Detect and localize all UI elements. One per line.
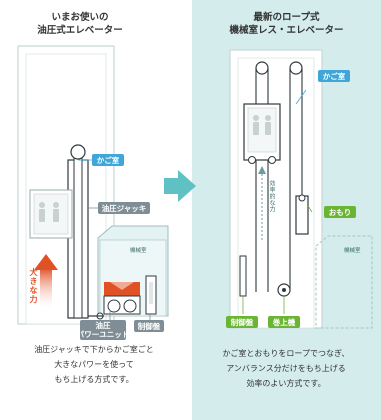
right-title: 最新のロープ式 機械室レス・エレベーター	[192, 11, 381, 37]
weight-tag: おもり	[324, 206, 356, 218]
right-cage-door	[247, 107, 277, 153]
left-machine-room-label: 機械室	[130, 248, 147, 254]
right-passengers	[253, 115, 271, 135]
left-caption-line2: 大きなパワーを使って	[54, 360, 134, 369]
left-cage-tag: かご室	[92, 154, 124, 166]
right-machine-room-label: 機械室	[344, 248, 361, 254]
ropes	[255, 68, 303, 292]
left-caption: 油圧ジャッキで下からかご室ごと 大きなパワーを使って もち上げる方式です。	[6, 342, 182, 387]
left-caption-line3: もち上げる方式です。	[54, 375, 134, 384]
left-control-panel-inner	[149, 282, 153, 304]
power-unit-tag-line2: パワーユニット	[76, 330, 130, 339]
right-control-panel	[239, 255, 247, 297]
hydraulic-elevator	[17, 45, 169, 325]
left-passengers	[39, 202, 59, 222]
power-unit-tag-line1: 油圧	[95, 321, 111, 330]
right-caption-line1: かご室とおもりをロープでつなぎ、	[222, 349, 350, 358]
force-arrow-shaft	[40, 268, 52, 308]
left-title-line1: いまお使いの	[51, 12, 109, 23]
top-sheave-right	[289, 61, 303, 75]
left-control-panel-tag: 制御盤	[134, 320, 164, 332]
left-caption-line1: 油圧ジャッキで下からかご室ごと	[34, 345, 154, 354]
right-title-line2: 機械室レス・エレベーター	[229, 25, 344, 36]
efficient-force-arrowhead	[258, 166, 266, 174]
jack-tag: 油圧ジャッキ	[98, 202, 150, 214]
force-arrow-head	[34, 254, 58, 270]
rope-elevator	[229, 49, 373, 329]
left-shaft-inner	[25, 53, 107, 325]
counterweight	[295, 195, 309, 235]
power-unit-motor-1	[107, 299, 121, 313]
right-caption-line3: 効率のよい方式です。	[246, 379, 326, 388]
right-cage-tag: かご室	[318, 70, 350, 82]
power-unit-arrow	[110, 282, 134, 290]
right-control-panel-tag: 制御盤	[226, 316, 258, 328]
power-unit-motor-2	[123, 299, 137, 313]
left-title-line2: 油圧式エレベーター	[37, 25, 123, 36]
jack-sheave	[70, 144, 86, 160]
big-force-label: 大きな力	[29, 268, 38, 304]
hoist-tag: 巻上機	[268, 316, 300, 328]
top-sheave-left	[255, 61, 269, 75]
jack-piston	[73, 151, 83, 319]
right-caption: かご室とおもりをロープでつなぎ、 アンバランス分だけをもち上げる 効率のよい方式…	[196, 346, 376, 391]
right-caption-line2: アンバランス分だけをもち上げる	[226, 364, 346, 373]
power-unit-tag: 油圧 パワーユニット	[77, 320, 129, 340]
right-shaft-inner	[237, 57, 315, 329]
left-title: いまお使いの 油圧式エレベーター	[10, 11, 150, 37]
transition-arrow	[164, 170, 196, 202]
right-title-line1: 最新のロープ式	[253, 12, 320, 23]
former-machine-room	[315, 235, 373, 329]
efficient-force-label: 効率的な力	[268, 180, 275, 213]
